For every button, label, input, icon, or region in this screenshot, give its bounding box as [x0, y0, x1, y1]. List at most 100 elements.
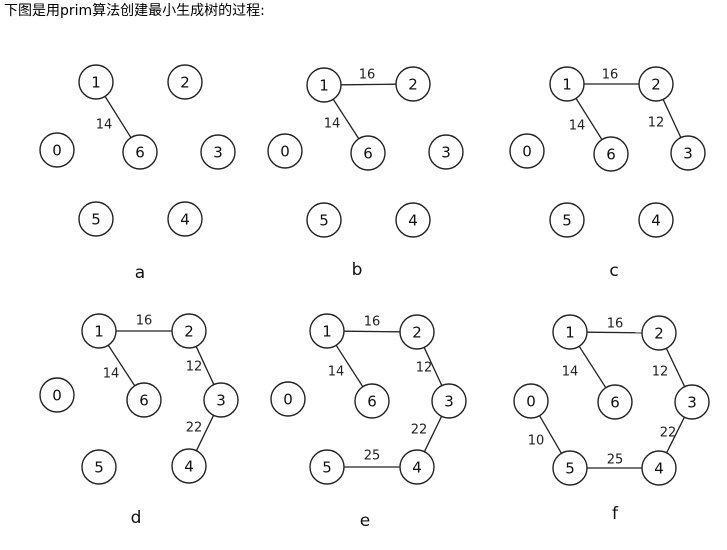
edge-1-6: [578, 345, 607, 389]
node-5: 5: [552, 450, 588, 486]
node-label: 2: [651, 76, 661, 94]
node-label: 1: [322, 323, 332, 341]
node-label: 6: [139, 392, 149, 410]
node-2: 2: [171, 313, 207, 349]
node-2: 2: [641, 315, 677, 351]
node-4: 4: [399, 449, 435, 485]
edge-weight-5-4: 25: [364, 449, 381, 464]
panel-caption: c: [609, 261, 618, 281]
node-circle: [267, 133, 303, 169]
node-circle: [81, 449, 117, 485]
node-circle: [171, 313, 207, 349]
edge-weight-0-5: 10: [528, 434, 545, 449]
node-circle: [78, 201, 114, 237]
node-label: 3: [687, 394, 697, 412]
node-circle: [670, 135, 706, 171]
node-label: 0: [52, 387, 62, 405]
node-label: 2: [180, 74, 190, 92]
node-label: 1: [94, 323, 104, 341]
node-circle: [431, 383, 467, 419]
node-circle: [126, 382, 162, 418]
edge-3-4: [666, 416, 685, 454]
panel-caption: d: [131, 508, 142, 528]
node-label: 3: [444, 393, 454, 411]
node-circle: [638, 202, 674, 238]
node-3: 3: [203, 382, 239, 418]
node-circle: [552, 314, 588, 350]
node-0: 0: [39, 132, 75, 168]
node-circle: [552, 450, 588, 486]
node-4: 4: [167, 201, 203, 237]
node-4: 4: [171, 448, 207, 484]
node-circle: [428, 134, 464, 170]
edge-weight-3-4: 22: [660, 426, 677, 441]
node-label: 0: [522, 143, 532, 161]
node-4: 4: [638, 202, 674, 238]
node-label: 0: [280, 143, 290, 161]
node-label: 4: [651, 212, 661, 230]
node-label: 5: [319, 212, 329, 230]
node-0: 0: [513, 383, 549, 419]
node-label: 5: [94, 459, 104, 477]
edge-weight-1-2: 16: [359, 68, 376, 83]
node-circle: [395, 202, 431, 238]
node-circle: [167, 64, 203, 100]
node-6: 6: [350, 135, 386, 171]
node-circle: [39, 377, 75, 413]
edge-weight-3-4: 22: [411, 423, 428, 438]
node-circle: [641, 315, 677, 351]
node-circle: [270, 381, 306, 417]
edge-weight-1-6: 14: [103, 367, 120, 382]
node-0: 0: [39, 377, 75, 413]
node-3: 3: [428, 134, 464, 170]
edge-3-4: [423, 416, 443, 452]
edge-2-3: [195, 346, 215, 385]
node-6: 6: [126, 382, 162, 418]
node-3: 3: [431, 383, 467, 419]
node-circle: [306, 67, 342, 103]
node-0: 0: [267, 133, 303, 169]
node-label: 5: [562, 212, 572, 230]
node-2: 2: [399, 314, 435, 350]
node-1: 1: [549, 66, 585, 102]
node-circle: [309, 449, 345, 485]
node-circle: [674, 384, 710, 420]
edge-2-3: [423, 347, 443, 386]
node-circle: [167, 201, 203, 237]
node-2: 2: [395, 66, 431, 102]
node-label: 1: [565, 324, 575, 342]
node-5: 5: [78, 201, 114, 237]
node-6: 6: [354, 383, 390, 419]
node-circle: [122, 134, 158, 170]
node-label: 4: [184, 458, 194, 476]
node-label: 4: [180, 211, 190, 229]
panel-caption: a: [135, 263, 145, 283]
node-label: 0: [526, 393, 536, 411]
node-1: 1: [81, 313, 117, 349]
panel-caption: b: [352, 260, 363, 280]
node-6: 6: [593, 136, 629, 172]
edge-0-5: [538, 415, 563, 454]
node-label: 5: [565, 460, 575, 478]
node-label: 1: [562, 76, 572, 94]
edge-weight-1-2: 16: [364, 315, 381, 330]
edge-weight-1-6: 14: [328, 365, 345, 380]
node-circle: [350, 135, 386, 171]
node-label: 6: [363, 145, 373, 163]
node-label: 6: [367, 393, 377, 411]
node-label: 2: [408, 76, 418, 94]
edge-weight-2-3: 12: [416, 361, 433, 376]
panel-caption: f: [612, 504, 619, 524]
edge-1-6: [575, 98, 603, 140]
edge-weight-3-4: 22: [186, 421, 203, 436]
node-circle: [306, 202, 342, 238]
node-circle: [203, 382, 239, 418]
edge-weight-5-4: 25: [607, 453, 624, 468]
node-label: 2: [184, 323, 194, 341]
node-circle: [638, 66, 674, 102]
